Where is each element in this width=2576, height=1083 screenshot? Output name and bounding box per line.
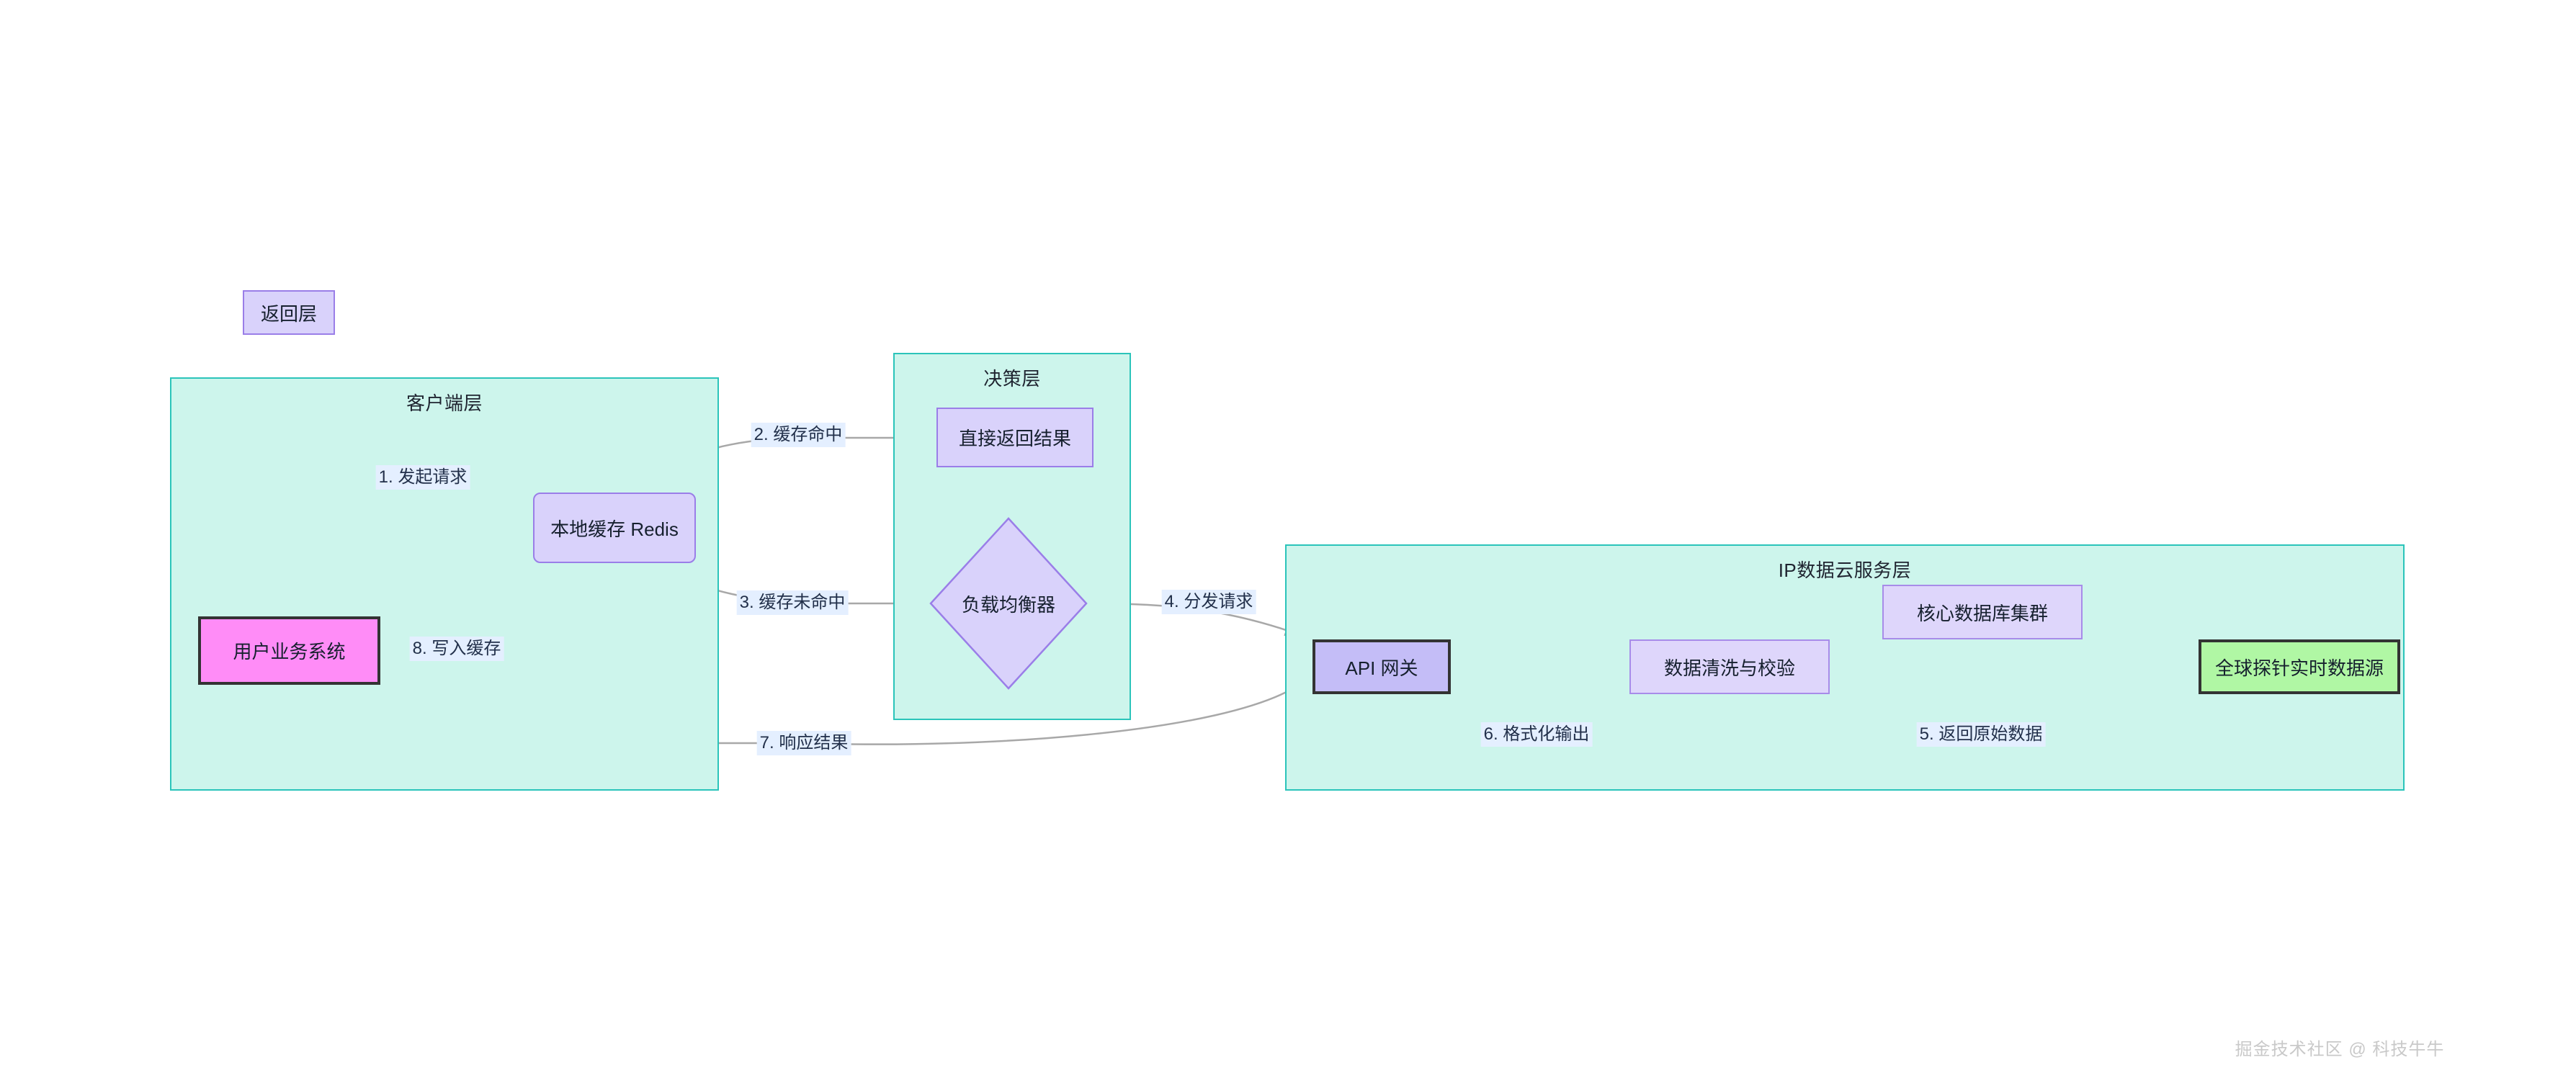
node-global-probe[interactable]: 全球探针实时数据源	[2199, 639, 2400, 694]
node-core-database-label: 核心数据库集群	[1916, 602, 2048, 624]
edge-label-2: 2. 缓存命中	[751, 423, 846, 447]
subgraph-decision-layer-title: 决策层	[983, 368, 1041, 390]
edge-label-3: 3. 缓存未命中	[736, 590, 849, 615]
node-api-gateway-label: API 网关	[1345, 657, 1418, 679]
subgraph-ipcloud-layer-title: IP数据云服务层	[1778, 560, 1912, 581]
node-core-database[interactable]: 核心数据库集群	[1882, 585, 2083, 639]
node-load-balancer-label: 负载均衡器	[961, 593, 1055, 616]
node-data-cleaning-label: 数据清洗与校验	[1663, 657, 1795, 679]
subgraph-client-layer: 客户端层	[170, 377, 719, 791]
watermark: 掘金技术社区 @ 科技牛牛	[2235, 1040, 2445, 1059]
node-user-system-label: 用户业务系统	[233, 641, 346, 662]
edge-label-1: 1. 发起请求	[375, 465, 470, 490]
node-return-layer[interactable]: 返回层	[243, 290, 335, 335]
edge-label-4: 4. 分发请求	[1161, 590, 1256, 614]
node-local-cache[interactable]: 本地缓存 Redis	[533, 493, 696, 563]
node-return-layer-label: 返回层	[260, 302, 317, 325]
node-user-system[interactable]: 用户业务系统	[198, 616, 380, 685]
node-api-gateway[interactable]: API 网关	[1312, 639, 1451, 694]
node-global-probe-label: 全球探针实时数据源	[2214, 657, 2384, 679]
node-load-balancer[interactable]: 负载均衡器	[929, 517, 1088, 690]
edge-label-7: 7. 响应结果	[756, 731, 851, 755]
node-local-cache-label: 本地缓存 Redis	[550, 518, 679, 540]
node-direct-return[interactable]: 直接返回结果	[936, 408, 1094, 467]
edge-label-6: 6. 格式化输出	[1480, 722, 1593, 747]
edge-label-8: 8. 写入缓存	[409, 637, 504, 661]
node-direct-return-label: 直接返回结果	[958, 428, 1071, 449]
edge-label-5: 5. 返回原始数据	[1916, 722, 2046, 747]
node-data-cleaning[interactable]: 数据清洗与校验	[1629, 639, 1830, 694]
subgraph-client-layer-title: 客户端层	[406, 392, 483, 414]
node-load-balancer-shape	[929, 517, 1088, 690]
